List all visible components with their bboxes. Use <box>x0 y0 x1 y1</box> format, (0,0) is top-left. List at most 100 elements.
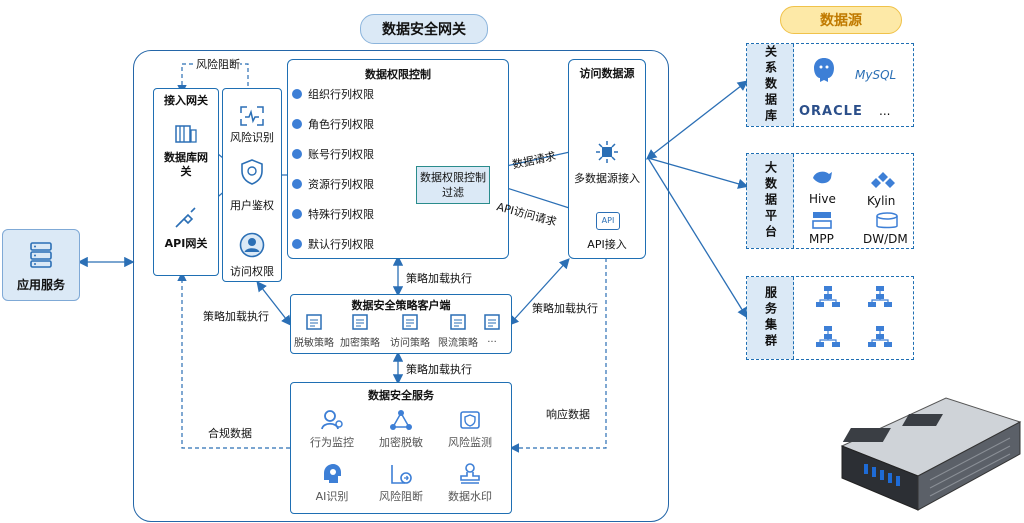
policy-doc-icon <box>352 314 368 330</box>
mpp-icon <box>812 212 832 229</box>
policy-load-label-2: 策略加载执行 <box>406 363 472 376</box>
strategy-more-label: ... <box>487 334 497 345</box>
risk-monitor-icon <box>460 411 480 429</box>
access-source-box: 访问数据源 多数据源接入 API API接入 <box>568 59 646 259</box>
mpp-label: MPP <box>809 232 834 246</box>
policy-doc-icon <box>402 314 418 330</box>
risk-identify-icon <box>240 106 264 126</box>
perm-item: 组织行列权限 <box>292 84 374 104</box>
user-icon <box>239 232 265 258</box>
security-service-title: 数据安全服务 <box>368 389 434 402</box>
cluster-icon <box>816 326 840 347</box>
compliance-data-label: 合规数据 <box>208 427 252 440</box>
service-label: 加密脱敏 <box>379 436 423 449</box>
encrypt-mask-icon <box>390 410 412 430</box>
risk-identify-label: 风险识别 <box>230 131 274 144</box>
postgresql-icon <box>814 58 834 82</box>
dwdm-icon <box>876 212 898 229</box>
dwdm-label: DW/DM <box>863 232 908 246</box>
perm-control-box: 数据权限控制 组织行列权限 角色行列权限 账号行列权限 资源行列权限 特殊行列权… <box>287 59 509 259</box>
relational-more-label: ... <box>879 104 891 118</box>
relational-db-label: 关系数据库 <box>747 44 794 126</box>
perm-item: 账号行列权限 <box>292 144 374 164</box>
strategy-label: 限流策略 <box>438 338 478 349</box>
policy-load-label-1: 策略加载执行 <box>406 272 472 285</box>
strategy-item: 加密策略 <box>337 313 383 349</box>
access-gateway-box: 接入网关 数据库网关 API网关 <box>153 88 219 276</box>
api-access-icon: API <box>596 212 620 230</box>
hive-icon <box>813 171 832 184</box>
ai-recognition-icon <box>324 464 341 483</box>
risk-block-icon <box>391 465 412 484</box>
service-cluster-label: 服务集群 <box>747 277 794 359</box>
gateway-title: 数据安全网关 <box>360 14 488 44</box>
strategy-client-box: 数据安全策略客户端 脱敏策略 加密策略 访问策略 限流策略 ... <box>290 294 512 354</box>
perm-control-title: 数据权限控制 <box>365 68 431 81</box>
mysql-logo-text: MySQL <box>855 68 897 82</box>
strategy-label: 访问策略 <box>390 338 430 349</box>
strategy-label: 脱敏策略 <box>294 338 334 349</box>
app-service-label: 应用服务 <box>16 278 65 292</box>
bullet-dot-icon <box>292 179 302 189</box>
strategy-list: 脱敏策略 加密策略 访问策略 限流策略 ... <box>291 313 511 353</box>
strategy-client-title: 数据安全策略客户端 <box>351 299 451 312</box>
service-cluster-group: 服务集群 <box>746 276 914 360</box>
bullet-dot-icon <box>292 89 302 99</box>
cluster-icon <box>868 326 892 347</box>
bullet-dot-icon <box>292 119 302 129</box>
identity-box: 风险识别 用户鉴权 访问权限 <box>222 88 282 282</box>
service-item: 数据水印 <box>435 463 505 504</box>
multi-source-label: 多数据源接入 <box>574 172 640 185</box>
perm-item: 角色行列权限 <box>292 114 374 134</box>
security-service-box: 数据安全服务 行为监控 加密脱敏 风险监测 AI识别 风险阻断 数据水印 <box>290 382 512 514</box>
cluster-icon <box>816 286 840 307</box>
kylin-icon <box>871 172 895 188</box>
access-source-title: 访问数据源 <box>579 67 635 80</box>
perm-item: 默认行列权限 <box>292 234 374 254</box>
strategy-label: 加密策略 <box>340 338 380 349</box>
security-gateway-container <box>133 50 669 522</box>
api-access-label: API接入 <box>587 238 627 251</box>
access-gateway-title: 接入网关 <box>164 94 208 107</box>
service-label: 行为监控 <box>310 436 354 449</box>
policy-load-label-left: 策略加载执行 <box>203 310 269 323</box>
service-item: 行为监控 <box>297 409 367 450</box>
strategy-item: 限流策略 <box>435 313 481 349</box>
response-data-label: 响应数据 <box>546 408 590 421</box>
bigdata-group: 大数据平台 Hive Kylin MPP DW/DM <box>746 153 914 249</box>
service-label: 数据水印 <box>448 490 492 503</box>
server-hardware-image <box>840 397 1022 511</box>
cluster-icon <box>868 286 892 307</box>
db-gateway-label: 数据库网关 <box>164 151 208 178</box>
policy-doc-icon <box>306 314 322 330</box>
policy-load-label-right: 策略加载执行 <box>532 302 598 315</box>
bullet-dot-icon <box>292 149 302 159</box>
api-gateway-label: API网关 <box>164 237 208 250</box>
kylin-label: Kylin <box>867 194 896 208</box>
oracle-logo-text: ORACLE <box>799 104 863 119</box>
perm-list: 组织行列权限 角色行列权限 账号行列权限 资源行列权限 特殊行列权限 默认行列权… <box>292 84 392 256</box>
perm-item: 特殊行列权限 <box>292 204 374 224</box>
bigdata-label: 大数据平台 <box>747 154 794 248</box>
app-service-box: 应用服务 <box>2 229 80 301</box>
service-label: 风险阻断 <box>379 490 423 503</box>
shield-icon <box>241 159 263 185</box>
behavior-monitor-icon <box>321 410 343 430</box>
service-item: 风险监测 <box>435 409 505 450</box>
server-icon <box>30 242 52 268</box>
strategy-item: 脱敏策略 <box>291 313 337 349</box>
bullet-dot-icon <box>292 239 302 249</box>
database-gateway-icon <box>175 125 197 143</box>
policy-doc-icon <box>484 314 500 330</box>
plug-icon <box>175 207 196 228</box>
multi-source-icon <box>596 141 618 163</box>
perm-item: 资源行列权限 <box>292 174 374 194</box>
policy-doc-icon <box>450 314 466 330</box>
watermark-stamp-icon <box>460 463 480 484</box>
strategy-item: 访问策略 <box>387 313 433 349</box>
service-label: AI识别 <box>315 490 349 503</box>
relational-db-group: 关系数据库 MySQL ORACLE ... <box>746 43 914 127</box>
service-item: 风险阻断 <box>366 463 436 504</box>
hive-label: Hive <box>809 192 836 206</box>
risk-block-top-label: 风险阻断 <box>196 56 240 72</box>
